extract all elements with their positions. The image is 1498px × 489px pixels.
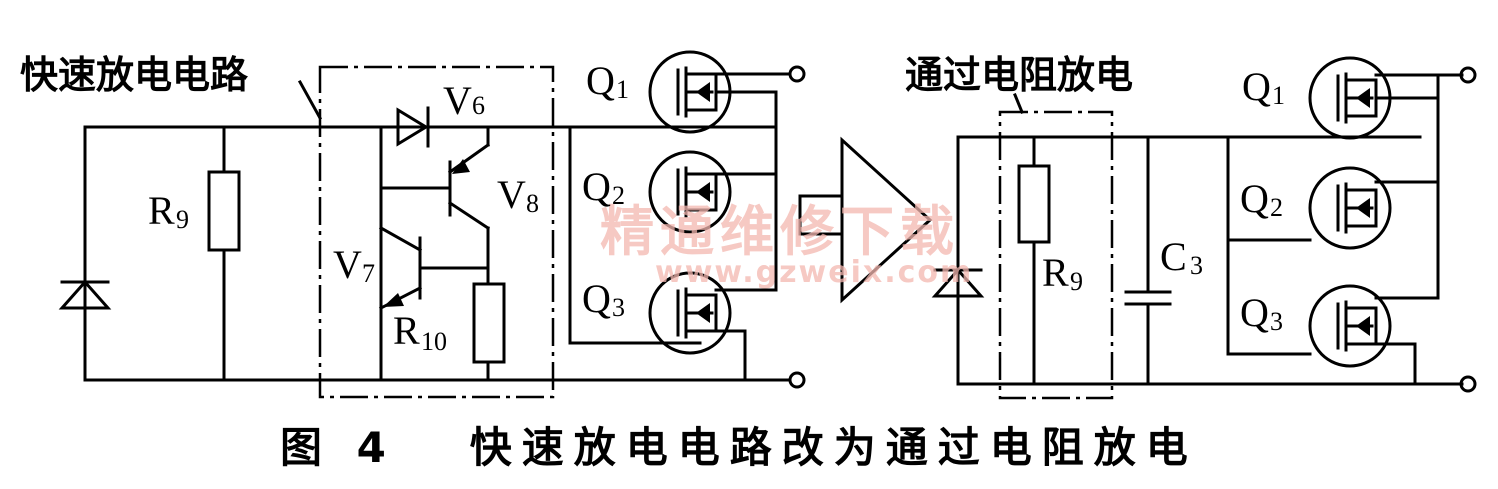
- transistor-v7: [378, 225, 423, 311]
- label-q3-right-sub: 3: [1270, 307, 1283, 336]
- terminal-top-right: [1459, 66, 1477, 84]
- label-c3: C: [1160, 234, 1187, 279]
- label-r9-left: R: [148, 188, 175, 233]
- resistor-discharge-label: 通过电阻放电: [905, 53, 1133, 97]
- label-r9-right: R: [1042, 250, 1069, 295]
- terminal-bottom-right: [1459, 375, 1477, 393]
- capacitor-c3: [1124, 135, 1172, 386]
- figure-caption: 图 4 快速放电电路改为通过电阻放电: [280, 423, 1198, 472]
- fast-discharge-label: 快速放电电路: [20, 53, 249, 97]
- annotation-leader-right: [1013, 93, 1024, 114]
- mosfet-q2-right: [1308, 166, 1392, 250]
- label-v7: V: [333, 242, 362, 287]
- label-q3-left-sub: 3: [612, 293, 625, 322]
- label-q1-left-sub: 1: [616, 75, 629, 104]
- label-v7-sub: 7: [362, 259, 375, 288]
- transform-arrow: [798, 136, 933, 304]
- diode-right: [931, 267, 985, 298]
- resistor-discharge-box: [998, 110, 1114, 400]
- diode-v6: [396, 106, 430, 148]
- label-r10-sub: 10: [421, 327, 447, 356]
- resistor-r9-left: [207, 170, 241, 252]
- left-circuit: [58, 50, 806, 399]
- label-r9-right-sub: 9: [1070, 267, 1083, 296]
- label-q2-left-sub: 2: [612, 181, 625, 210]
- label-c3-sub: 3: [1190, 251, 1203, 280]
- watermark-url: www.gzweix.com: [655, 255, 973, 290]
- terminal-bottom-left: [788, 371, 806, 389]
- resistor-r9-right: [1017, 164, 1051, 244]
- label-v6: V: [443, 78, 472, 123]
- right-circuit: [931, 56, 1477, 400]
- label-q1-right: Q: [1242, 64, 1271, 109]
- label-q2-right: Q: [1240, 176, 1269, 221]
- resistor-r10: [472, 282, 506, 364]
- label-q2-left: Q: [582, 164, 611, 209]
- diode-left: [58, 279, 112, 310]
- label-v6-sub: 6: [472, 91, 485, 120]
- label-v8: V: [497, 172, 526, 217]
- label-q3-right: Q: [1240, 290, 1269, 335]
- annotation-leader: [297, 79, 323, 121]
- label-q1-left: Q: [586, 58, 615, 103]
- transistor-v8: [447, 125, 491, 231]
- fast-discharge-box: [318, 65, 555, 399]
- label-q3-left: Q: [582, 276, 611, 321]
- label-q2-right-sub: 2: [1270, 193, 1283, 222]
- terminal-top-left: [788, 65, 806, 83]
- label-r10: R: [393, 308, 420, 353]
- label-q1-right-sub: 1: [1272, 81, 1285, 110]
- label-v8-sub: 8: [526, 189, 539, 218]
- label-r9-left-sub: 9: [176, 205, 189, 234]
- watermark-text: 精通维修下载: [600, 200, 960, 263]
